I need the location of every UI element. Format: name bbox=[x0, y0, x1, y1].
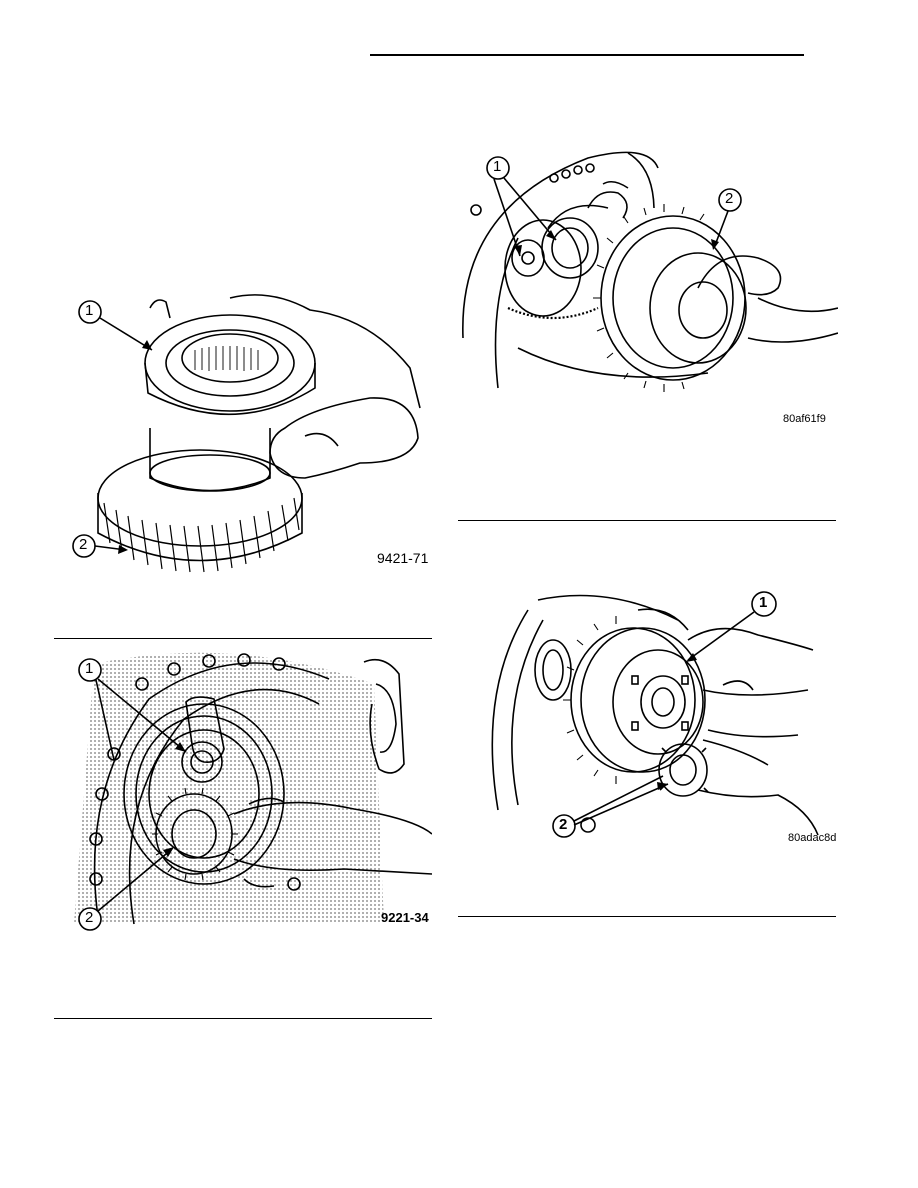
figure-bearing-ring-gear: 1 2 80af61f9 bbox=[458, 148, 838, 430]
callout-2 bbox=[711, 188, 742, 250]
figure-separator bbox=[54, 1018, 432, 1019]
callout-1 bbox=[78, 658, 187, 761]
figure-id: 9421-71 bbox=[377, 550, 429, 566]
figure-clutch-hub-plate-art bbox=[491, 591, 819, 838]
callout-1 bbox=[686, 591, 777, 662]
figure-separator bbox=[458, 916, 836, 917]
figure-gear-into-housing: 1 2 9221-34 bbox=[54, 644, 432, 934]
callout-1 bbox=[78, 300, 153, 351]
callout-1-label: 1 bbox=[85, 302, 94, 319]
figure-id: 80af61f9 bbox=[783, 413, 826, 425]
figure-separator bbox=[54, 638, 432, 639]
callout-1-label: 1 bbox=[759, 594, 768, 611]
callout-1 bbox=[486, 156, 557, 257]
callout-2 bbox=[552, 775, 669, 838]
callout-2-label: 2 bbox=[725, 190, 734, 207]
callout-2 bbox=[78, 847, 174, 931]
figure-bearing-on-gear: 1 2 9421-71 bbox=[70, 288, 430, 578]
callout-2-label: 2 bbox=[559, 816, 568, 833]
callout-2 bbox=[72, 534, 128, 558]
figure-id: 80adac8d bbox=[788, 832, 837, 844]
figure-bearing-on-gear-art bbox=[72, 294, 421, 573]
figure-id: 9221-34 bbox=[381, 910, 429, 925]
figure-bearing-ring-gear-art bbox=[462, 151, 838, 392]
figure-separator bbox=[458, 520, 836, 521]
header-rule bbox=[370, 54, 804, 56]
callout-1-label: 1 bbox=[493, 158, 502, 175]
callout-1-label: 1 bbox=[85, 660, 94, 677]
callout-2-label: 2 bbox=[85, 909, 94, 926]
figure-gear-into-housing-art bbox=[74, 652, 432, 931]
callout-2-label: 2 bbox=[79, 536, 88, 553]
figure-clutch-hub-plate: 1 2 80adac8d bbox=[458, 590, 838, 852]
